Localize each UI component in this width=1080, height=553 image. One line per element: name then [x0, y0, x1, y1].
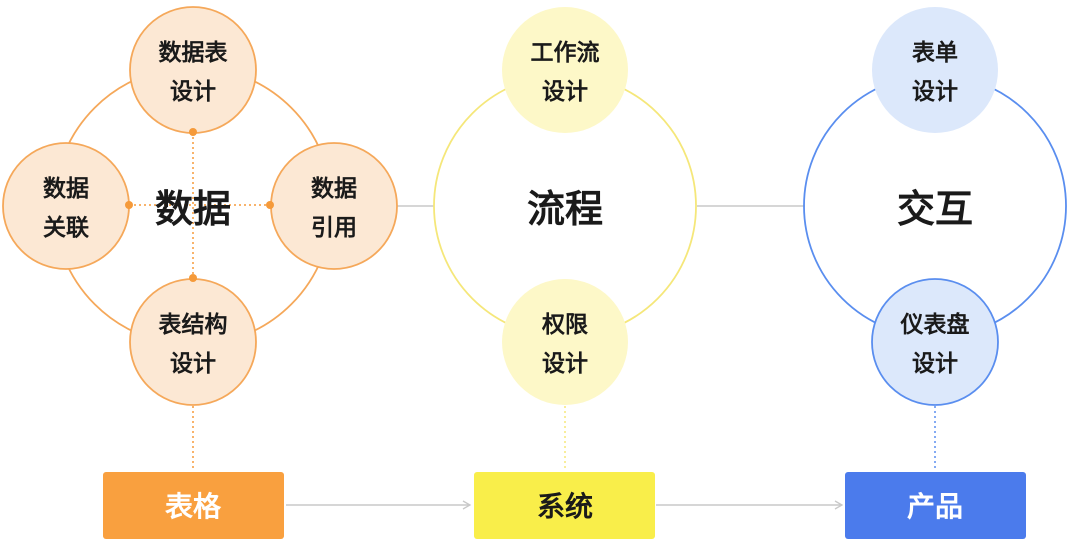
product-box-label: 产品	[907, 490, 963, 523]
data-reference-label-2: 引用	[311, 215, 357, 241]
system-box-label: 系统	[537, 490, 593, 523]
data-table-design-circle	[129, 6, 257, 134]
permission-design-circle	[502, 279, 628, 405]
data-dot-right	[266, 201, 274, 209]
data-dot-bottom	[189, 274, 197, 282]
dashboard-design-circle	[871, 278, 999, 406]
product-box: 产品	[845, 472, 1026, 539]
table-box: 表格	[103, 472, 284, 539]
interaction-center-label: 交互	[897, 187, 973, 231]
data-reference-label-1: 数据	[311, 176, 357, 202]
system-box: 系统	[474, 472, 655, 539]
permission-design-label-2: 设计	[542, 351, 588, 377]
process-center-label: 流程	[527, 187, 603, 231]
data-dot-top	[189, 128, 197, 136]
data-group: 数据表 设计 数据 关联 数据 引用 表结构 设计 数据	[2, 6, 398, 470]
permission-design-label-1: 权限	[541, 312, 588, 338]
data-association-label-2: 关联	[43, 214, 89, 241]
process-group: 工作流 设计 权限 设计 流程	[433, 7, 697, 470]
table-structure-design-circle	[129, 278, 257, 406]
table-structure-design-label-2: 设计	[170, 351, 216, 377]
form-design-label-1: 表单	[912, 40, 958, 66]
table-structure-design-label-1: 表结构	[159, 311, 228, 338]
workflow-design-label-1: 工作流	[531, 39, 600, 66]
data-association-label-1: 数据	[43, 176, 89, 202]
workflow-design-circle	[502, 7, 628, 133]
dashboard-design-label-2: 设计	[912, 351, 958, 377]
data-center-label: 数据	[155, 187, 231, 231]
workflow-design-label-2: 设计	[542, 79, 588, 105]
table-box-label: 表格	[165, 490, 222, 523]
data-dot-left	[125, 201, 133, 209]
interaction-group: 表单 设计 仪表盘 设计 交互	[803, 7, 1067, 470]
dashboard-design-label-1: 仪表盘	[900, 311, 970, 338]
data-reference-circle	[270, 142, 398, 270]
form-design-label-2: 设计	[912, 79, 958, 105]
data-table-design-label-1: 数据表	[159, 40, 229, 66]
data-association-circle	[2, 142, 130, 270]
data-table-design-label-2: 设计	[170, 79, 216, 105]
form-design-circle	[872, 7, 998, 133]
